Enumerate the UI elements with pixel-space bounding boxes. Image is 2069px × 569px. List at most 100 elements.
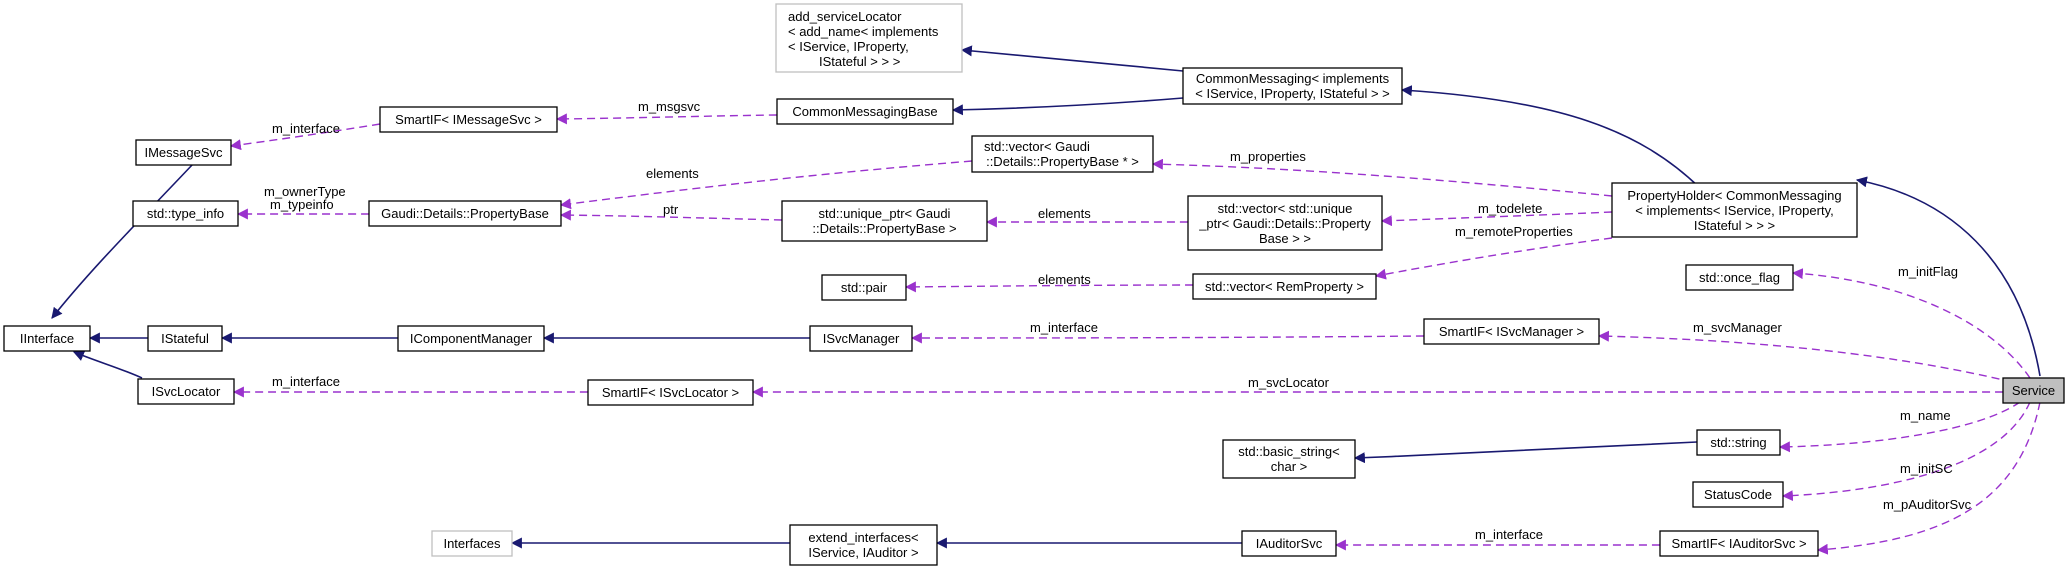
node-icomponentmanager[interactable]: IComponentManager [397,325,545,352]
edge-m-todelete [1380,211,1613,227]
node-istateful[interactable]: IStateful [147,325,223,352]
edge-isvclocator-to-iinterface [72,350,143,379]
node-std-vector-propertybase[interactable]: std::vector< Gaudi ::Details::PropertyBa… [971,135,1154,173]
node-service[interactable]: Service [2002,377,2065,404]
node-line: SmartIF< ISvcLocator > [602,385,739,400]
node-line: IInterface [20,331,74,346]
node-extend-interfaces[interactable]: extend_interfaces< IService, IAuditor > [789,524,938,566]
label-m-remoteproperties: m_remoteProperties [1455,224,1573,239]
node-line: < implements< IService, IProperty, [1635,203,1833,218]
label-elements-uptr: elements [1038,206,1091,221]
node-unique-ptr[interactable]: std::unique_ptr< Gaudi ::Details::Proper… [781,200,988,242]
node-imessagesvc[interactable]: IMessageSvc [135,139,232,166]
label-m-svclocator: m_svcLocator [1248,375,1330,390]
label-m-msgsvc: m_msgsvc [638,99,701,114]
diagram-nodes: add_serviceLocator < add_name< implement… [3,3,2065,566]
node-line: std::vector< RemProperty > [1205,279,1364,294]
label-m-properties: m_properties [1230,149,1306,164]
node-vector-unique-ptr[interactable]: std::vector< std::unique _ptr< Gaudi::De… [1187,195,1383,251]
edge-m-interface-svcman [910,332,1425,344]
node-line: std::type_info [147,206,224,221]
label-ptr: ptr [663,202,679,217]
edge-commonmessaging-to-add-servicelocator [960,45,1184,72]
node-line: std::unique_ptr< Gaudi [819,206,951,221]
inheritance-edges [51,45,2041,549]
node-line: CommonMessaging< implements [1196,71,1390,86]
edge-m-pauditorsvc [1816,401,2041,555]
node-line: SmartIF< ISvcManager > [1439,324,1584,339]
node-line: SmartIF< IMessageSvc > [395,112,542,127]
node-commonmessaging[interactable]: CommonMessaging< implements < IService, … [1182,67,1403,105]
node-line: ISvcManager [823,331,900,346]
node-line: IComponentManager [410,331,533,346]
label-m-interface-msg: m_interface [272,121,340,136]
node-line: PropertyHolder< CommonMessaging [1627,188,1841,203]
node-commonmessagingbase[interactable]: CommonMessagingBase [776,98,954,125]
node-line: Gaudi::Details::PropertyBase [381,206,549,221]
node-smartif-isvcmanager[interactable]: SmartIF< ISvcManager > [1423,318,1600,345]
edge-m-properties [1151,158,1613,197]
node-vector-remproperty[interactable]: std::vector< RemProperty > [1192,273,1377,300]
edge-m-name [1778,401,2021,453]
edge-m-initflag [1791,268,2031,379]
node-line: std::vector< Gaudi [984,139,1090,154]
node-add-servicelocator[interactable]: add_serviceLocator < add_name< implement… [775,3,963,73]
edge-elements-pair [904,281,1194,293]
node-line: < IService, IProperty, IStateful > > [1195,86,1390,101]
node-line: SmartIF< IAuditorSvc > [1671,536,1806,551]
label-elements-vec: elements [646,166,699,181]
node-interfaces[interactable]: Interfaces [431,530,513,557]
node-line: ::Details::PropertyBase * > [986,154,1139,169]
node-line: IStateful > > > [819,54,900,69]
node-line: std::vector< std::unique [1218,201,1353,216]
node-line: Interfaces [443,536,501,551]
node-line: char > [1271,459,1308,474]
node-smartif-imessagesvc[interactable]: SmartIF< IMessageSvc > [379,106,558,133]
edge-imessagesvc-to-iinterface [51,163,194,319]
node-line: IAuditorSvc [1256,536,1323,551]
label-m-interface-aud: m_interface [1475,527,1543,542]
node-line: CommonMessagingBase [792,104,937,119]
node-line: _ptr< Gaudi::Details::Property [1198,216,1371,231]
node-line: extend_interfaces< [808,530,918,545]
node-isvcmanager[interactable]: ISvcManager [809,325,913,352]
edge-m-msgsvc [555,113,778,125]
node-line: std::once_flag [1699,270,1780,285]
label-m-pauditorsvc: m_pAuditorSvc [1883,497,1972,512]
label-m-initsc: m_initSC [1900,461,1953,476]
node-line: IService, IAuditor > [808,545,918,560]
edge-m-interface-msg [229,123,381,151]
label-m-interface-loc: m_interface [272,374,340,389]
node-propertybase[interactable]: Gaudi::Details::PropertyBase [368,200,562,227]
edge-std-string-to-basic-string [1353,441,1698,464]
node-once-flag[interactable]: std::once_flag [1685,264,1794,291]
label-elements-pair: elements [1038,272,1091,287]
node-line: IStateful > > > [1694,218,1775,233]
label-m-interface-svcman: m_interface [1030,320,1098,335]
node-line: < add_name< implements [788,24,939,39]
label-m-ownertype: m_ownerType [264,184,346,199]
node-isvclocator[interactable]: ISvcLocator [137,378,235,405]
node-propertyholder[interactable]: PropertyHolder< CommonMessaging < implem… [1611,182,1858,238]
node-line: Service [2012,383,2055,398]
node-line: IMessageSvc [144,145,223,160]
label-m-svcmanager: m_svcManager [1693,320,1783,335]
node-iauditorsvc[interactable]: IAuditorSvc [1241,530,1337,557]
node-std-pair[interactable]: std::pair [821,274,907,301]
node-std-type-info[interactable]: std::type_info [132,200,239,227]
node-line: < IService, IProperty, [788,39,909,54]
node-smartif-isvclocator[interactable]: SmartIF< ISvcLocator > [587,379,754,406]
node-std-string[interactable]: std::string [1696,429,1781,456]
label-m-typeinfo: m_typeinfo [270,197,334,212]
edge-elements-vec [559,160,973,210]
node-iinterface[interactable]: IInterface [3,325,91,352]
node-smartif-iauditorsvc[interactable]: SmartIF< IAuditorSvc > [1659,530,1819,557]
edge-commonmessaging-to-commonmessagingbase [951,97,1184,116]
node-basic-string[interactable]: std::basic_string< char > [1222,439,1356,479]
label-m-todelete: m_todelete [1478,201,1542,216]
node-statuscode[interactable]: StatusCode [1692,481,1784,508]
edge-labels: m_interface m_msgsvc elements m_properti… [264,99,1972,542]
label-m-name: m_name [1900,408,1951,423]
node-line: ISvcLocator [152,384,221,399]
